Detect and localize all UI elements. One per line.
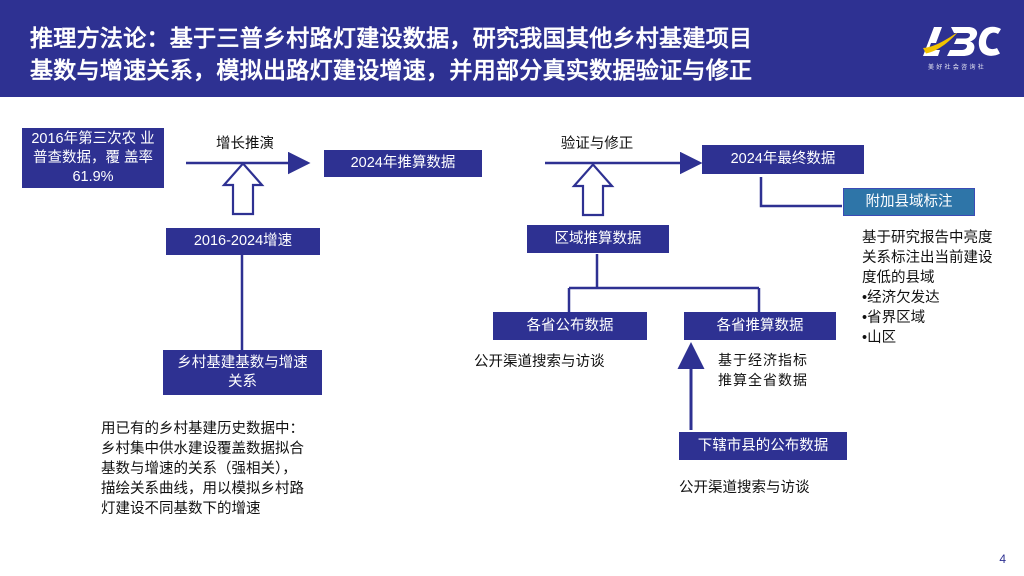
note-methodology: 用已有的乡村基建历史数据中： 乡村集中供水建设覆盖数据拟合 基数与增速的关系（强… bbox=[101, 421, 304, 517]
block-arrow-up-middle bbox=[571, 162, 615, 217]
label-verify-correct: 验证与修正 bbox=[560, 136, 634, 152]
box-growth-2016-2024[interactable]: 2016-2024增速 bbox=[166, 228, 320, 255]
logo-subtext: 美好社会咨询社 bbox=[927, 65, 987, 71]
label-growth-deduction: 增长推演 bbox=[216, 136, 274, 152]
note-county-annotation: 基于研究报告中亮度 关系标注出当前建设 度低的县域 •经济欠发达 •省界区域 •… bbox=[862, 230, 993, 346]
connector-final-to-annotation bbox=[759, 177, 842, 208]
box-base-growth-relation[interactable]: 乡村基建基数与增速 关系 bbox=[163, 350, 322, 395]
box-province-estimate[interactable]: 各省推算数据 bbox=[684, 312, 836, 340]
page-number: 4 bbox=[999, 552, 1006, 566]
slide-header: 推理方法论：基于三普乡村路灯建设数据，研究我国其他乡村基建项目 基数与增速关系，… bbox=[0, 0, 1024, 97]
note-city-county: 公开渠道搜索与访谈 bbox=[679, 480, 810, 496]
page-title-line-1: 推理方法论：基于三普乡村路灯建设数据，研究我国其他乡村基建项目 bbox=[30, 25, 753, 51]
box-census-2016[interactable]: 2016年第三次农 业普查数据，覆 盖率61.9% bbox=[22, 128, 164, 188]
box-province-published[interactable]: 各省公布数据 bbox=[493, 312, 647, 340]
page-title-line-2: 基数与增速关系，模拟出路灯建设增速，并用部分真实数据验证与修正 bbox=[30, 57, 753, 83]
block-arrow-up-left bbox=[221, 161, 265, 216]
box-estimate-2024[interactable]: 2024年推算数据 bbox=[324, 150, 482, 177]
page-title: 推理方法论：基于三普乡村路灯建设数据，研究我国其他乡村基建项目 基数与增速关系，… bbox=[30, 22, 880, 86]
box-county-annotation[interactable]: 附加县域标注 bbox=[843, 188, 975, 216]
note-province-estimate: 基于经济指标 推算全省数据 bbox=[718, 354, 808, 389]
box-city-county-published[interactable]: 下辖市县的公布数据 bbox=[679, 432, 847, 460]
box-final-2024[interactable]: 2024年最终数据 bbox=[702, 145, 864, 174]
box-regional-estimate[interactable]: 区域推算数据 bbox=[527, 225, 669, 253]
abc-logo-icon bbox=[923, 26, 1001, 56]
note-province-published: 公开渠道搜索与访谈 bbox=[474, 354, 605, 370]
brand-logo: 美好社会咨询社 bbox=[908, 22, 1006, 80]
